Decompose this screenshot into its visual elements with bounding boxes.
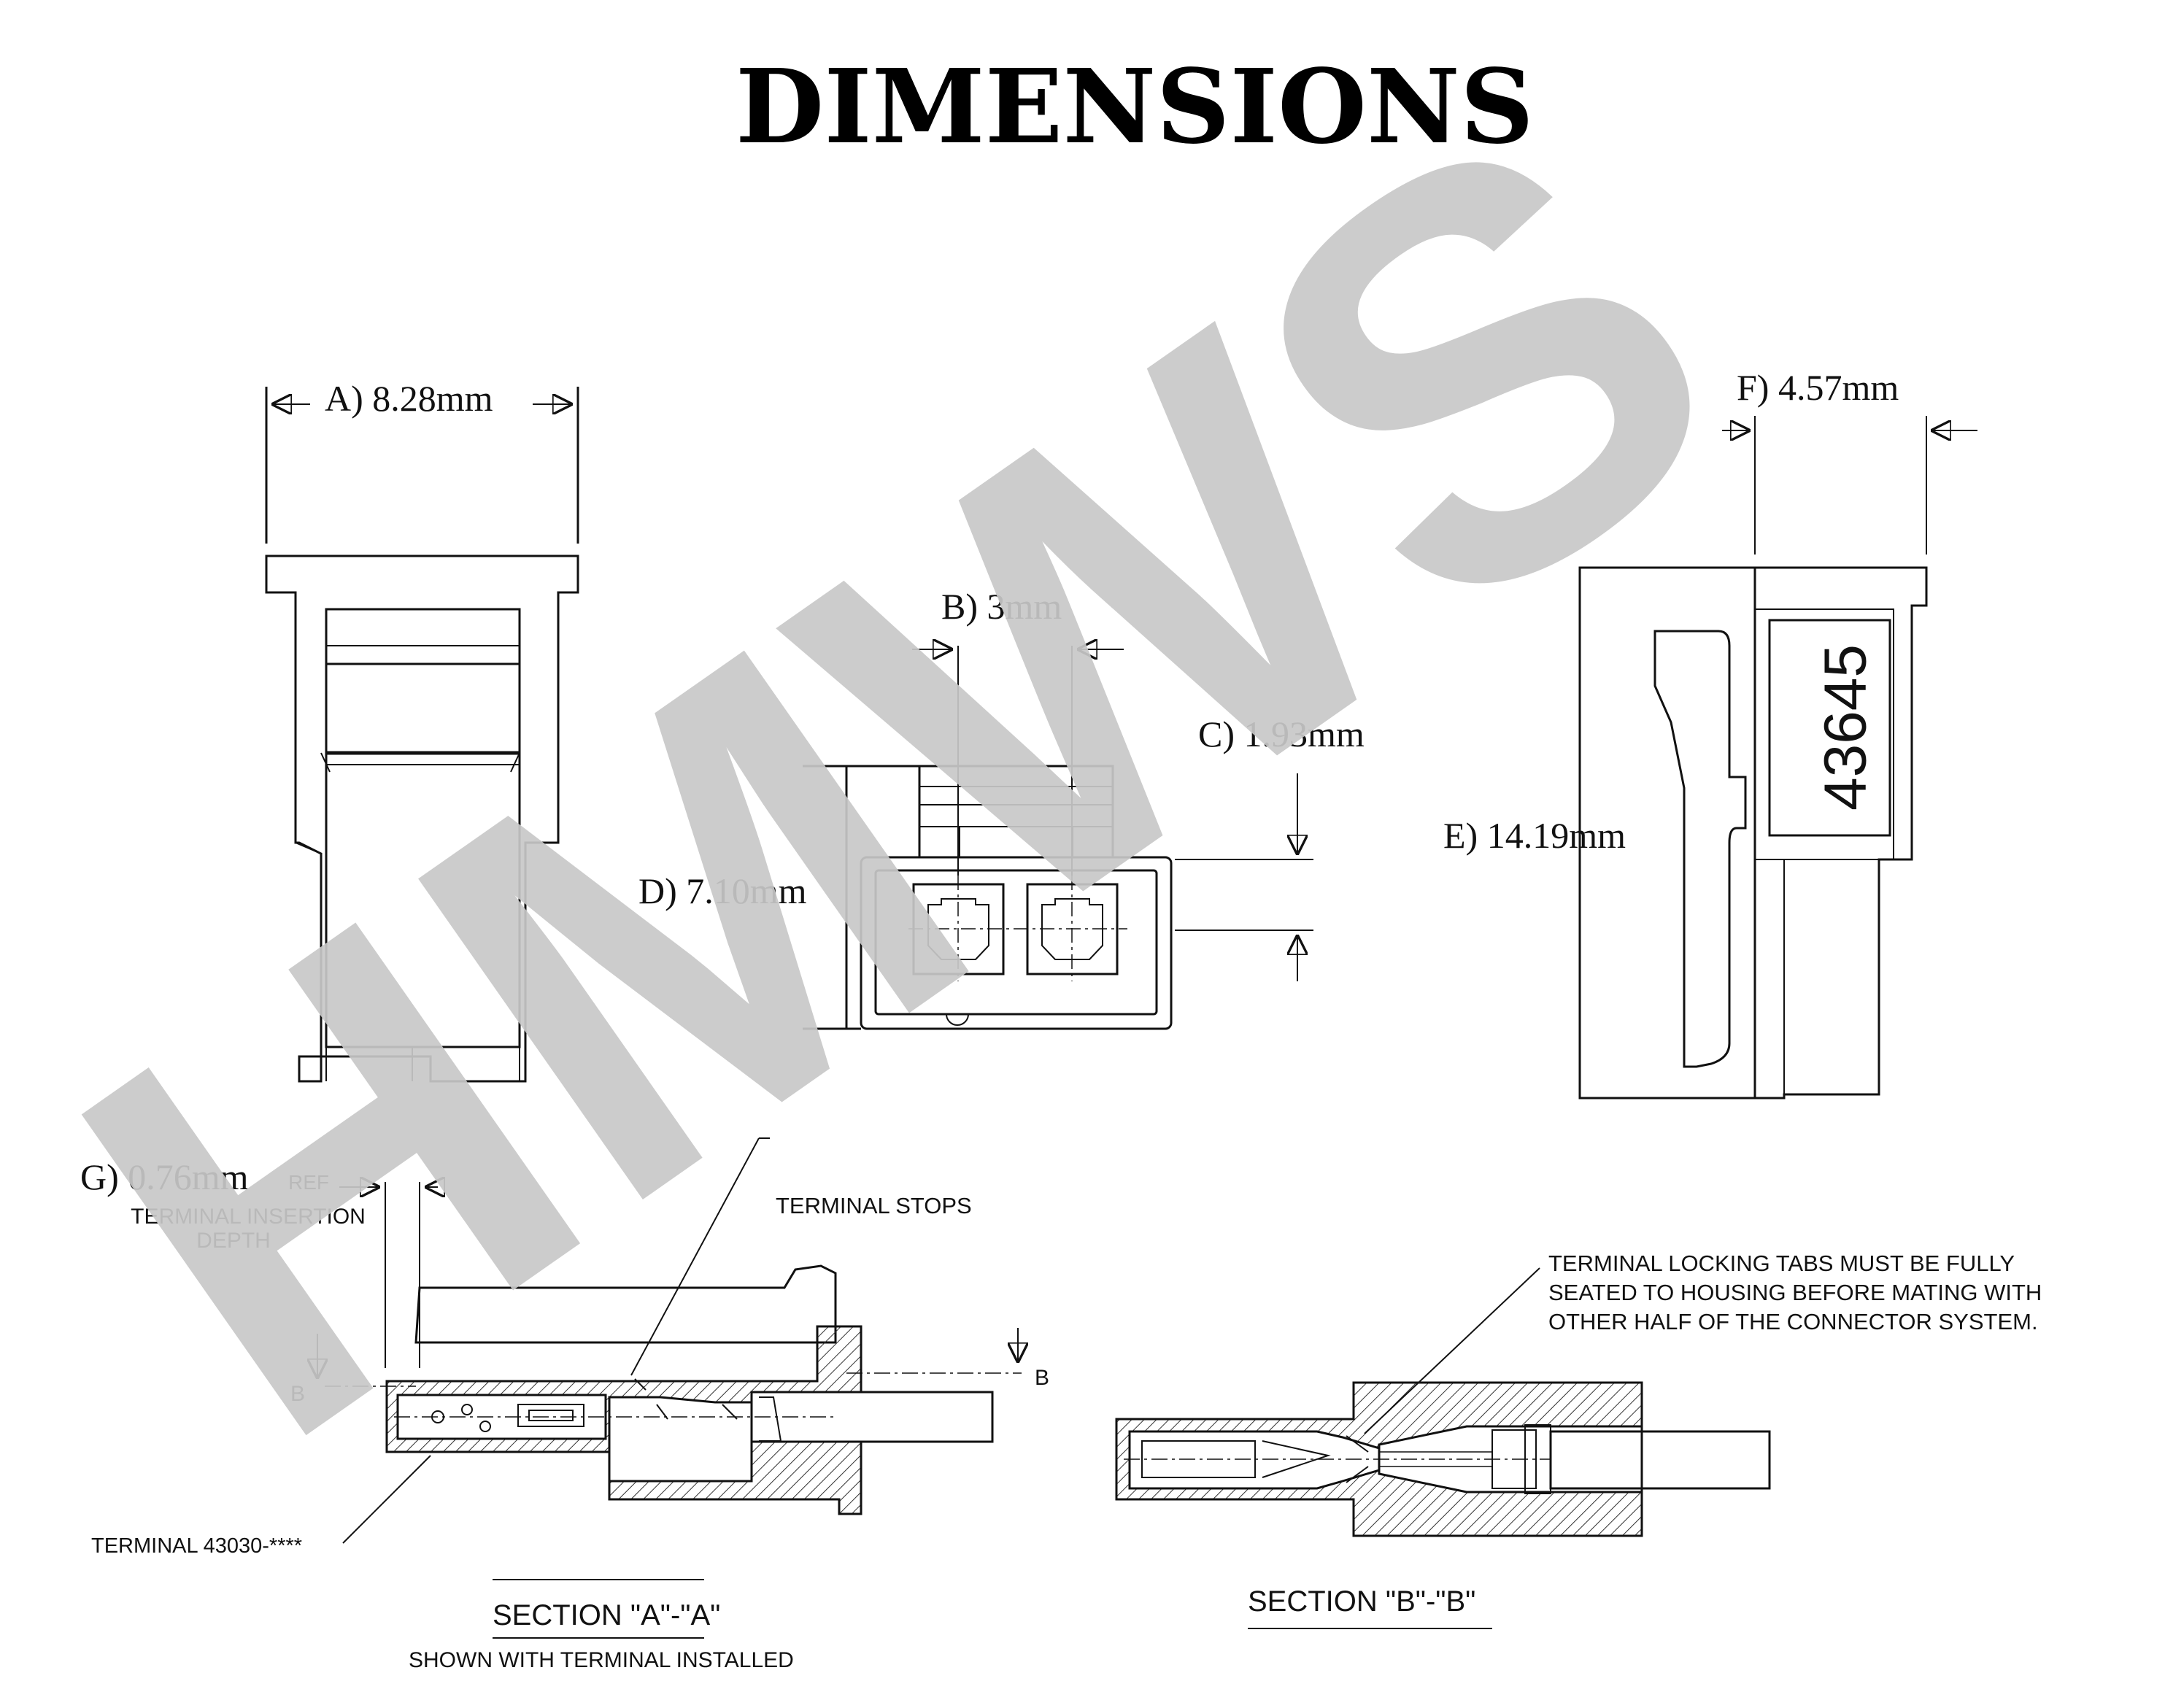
section-aa-title: SECTION "A"-"A": [493, 1599, 720, 1631]
dim-e-label: E) 14.19mm: [1443, 815, 1626, 856]
section-aa-subtitle: SHOWN WITH TERMINAL INSTALLED: [409, 1648, 794, 1672]
locking-tabs-note-line3: OTHER HALF OF THE CONNECTOR SYSTEM.: [1548, 1309, 2038, 1334]
insertion-depth-note-line2: DEPTH: [196, 1229, 271, 1253]
dim-c-label: C) 1.93mm: [1198, 714, 1365, 754]
watermark-text: HMWS: [0, 2, 1821, 1556]
watermark: HMWS: [0, 2, 1821, 1556]
section-bb-drawing: [1115, 1267, 1771, 1629]
insertion-depth-note-line1: TERMINAL INSERTION: [131, 1205, 366, 1229]
locking-tabs-note-line1: TERMINAL LOCKING TABS MUST BE FULLY: [1548, 1251, 2015, 1276]
locking-tabs-note-line2: SEATED TO HOUSING BEFORE MATING WITH: [1548, 1280, 2042, 1305]
terminal-stops-note: TERMINAL STOPS: [776, 1193, 972, 1218]
section-aa-drawing: [317, 1137, 1022, 1580]
dim-a-label: A) 8.28mm: [325, 378, 493, 419]
dim-b-label: B) 3mm: [941, 586, 1062, 627]
dim-f-label: F) 4.57mm: [1737, 367, 1899, 408]
face-view: [803, 646, 1313, 1030]
dim-d-label: D) 7.10mm: [638, 870, 807, 911]
page-title: DIMENSIONS: [736, 47, 1534, 167]
section-marker-right: B: [1035, 1366, 1049, 1390]
section-bb-title: SECTION "B"-"B": [1248, 1585, 1475, 1618]
dim-g-label: G) 0.76mm: [80, 1156, 249, 1197]
side-view: [1578, 416, 1977, 1100]
terminal-part-note: TERMINAL 43030-****: [91, 1534, 302, 1558]
section-marker-left: B: [290, 1382, 305, 1406]
part-number: 43645: [1813, 644, 1879, 811]
dim-g-ref: REF: [288, 1171, 329, 1194]
front-view: [265, 387, 579, 1083]
